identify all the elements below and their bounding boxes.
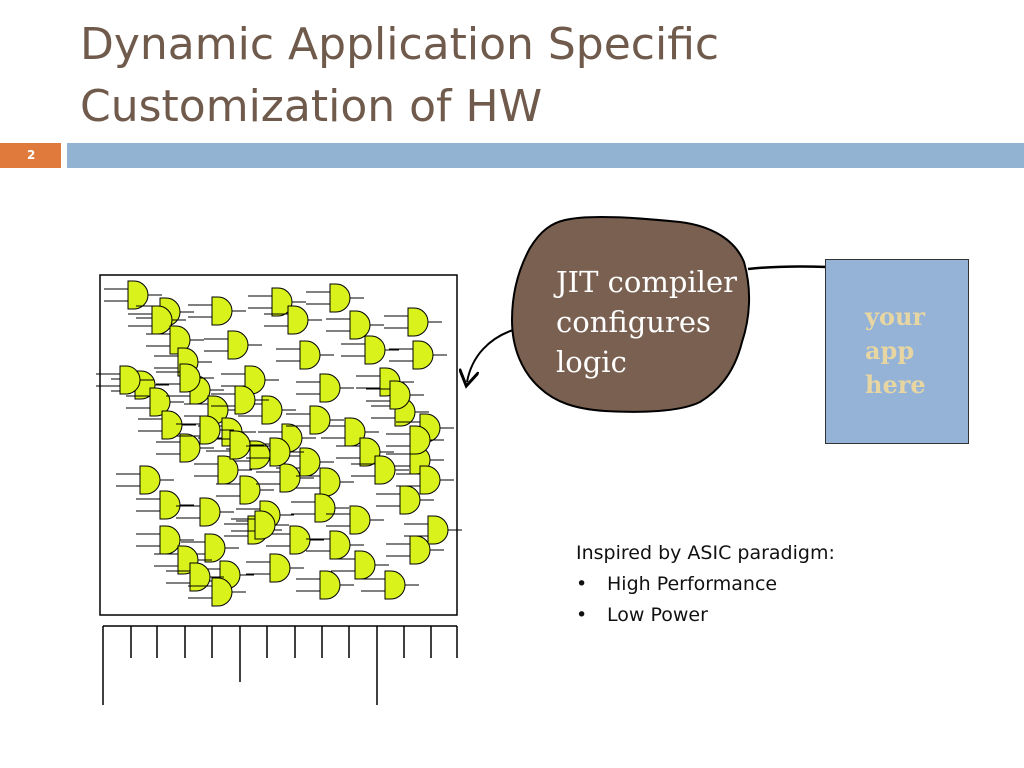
and-gate-icon <box>389 340 447 370</box>
slide-title: Dynamic Application Specific Customizati… <box>80 14 880 138</box>
app-connector-line <box>747 265 829 271</box>
and-gate-icon <box>104 280 162 310</box>
app-line-3: here <box>865 370 926 399</box>
title-line-1: Dynamic Application Specific <box>80 19 720 70</box>
app-label: your app here <box>865 300 926 402</box>
cloud-line-3: logic <box>556 345 627 379</box>
and-gate-icon <box>96 365 154 395</box>
and-gate-icon <box>384 307 442 337</box>
and-gate-icon <box>176 415 234 445</box>
slide-number: 2 <box>27 148 36 162</box>
and-gate-icon <box>204 330 262 360</box>
and-gate-icon <box>238 395 296 425</box>
and-gate-icon <box>126 387 184 417</box>
logic-gate-array <box>96 280 462 607</box>
caption-bullets: High Performance Low Power <box>576 569 835 631</box>
bullet-high-performance: High Performance <box>576 569 835 600</box>
and-gate-icon <box>246 437 304 467</box>
and-gate-icon <box>276 340 334 370</box>
and-gate-icon <box>166 562 224 592</box>
slide-number-badge <box>0 143 61 168</box>
jit-compiler-cloud <box>510 215 751 413</box>
and-gate-icon <box>176 497 234 527</box>
and-gate-icon <box>296 373 354 403</box>
cloud-line-2: configures <box>556 305 711 339</box>
and-gate-icon <box>326 505 384 535</box>
and-gate-icon <box>211 385 269 415</box>
and-gate-icon <box>216 475 274 505</box>
and-gate-icon <box>376 485 434 515</box>
and-gate-icon <box>256 463 314 493</box>
and-gate-icon <box>404 515 462 545</box>
and-gate-icon <box>248 287 306 317</box>
and-gate-icon <box>326 310 384 340</box>
fabric-pins <box>102 625 458 705</box>
caption-intro: Inspired by ASIC paradigm: <box>576 542 835 564</box>
and-gate-icon <box>231 510 289 540</box>
and-gate-icon <box>188 296 246 326</box>
app-box <box>825 259 969 444</box>
and-gate-icon <box>156 433 214 463</box>
cloud-line-1: JIT compiler <box>556 265 737 299</box>
and-gate-icon <box>146 325 204 355</box>
and-gate-icon <box>366 380 424 410</box>
and-gate-icon <box>206 430 264 460</box>
and-gate-icon <box>386 425 444 455</box>
and-gate-icon <box>291 493 349 523</box>
and-gate-icon <box>116 465 174 495</box>
and-gate-icon <box>286 405 344 435</box>
bullet-low-power: Low Power <box>576 600 835 631</box>
title-accent-bar <box>67 143 1024 168</box>
and-gate-icon <box>351 455 409 485</box>
and-gate-icon <box>386 535 444 565</box>
caption: Inspired by ASIC paradigm: High Performa… <box>576 538 835 631</box>
and-gate-icon <box>136 490 194 520</box>
title-line-2: Customization of HW <box>80 81 543 132</box>
and-gate-icon <box>136 525 194 555</box>
and-gate-icon <box>361 570 419 600</box>
configure-arrow <box>467 329 514 382</box>
and-gate-icon <box>331 550 389 580</box>
and-gate-icon <box>296 570 354 600</box>
app-line-1: your <box>865 302 926 331</box>
app-line-2: app <box>865 336 915 365</box>
and-gate-icon <box>306 283 364 313</box>
and-gate-icon <box>138 410 196 440</box>
and-gate-icon <box>156 363 214 393</box>
and-gate-icon <box>264 305 322 335</box>
and-gate-icon <box>341 335 399 365</box>
and-gate-icon <box>306 530 364 560</box>
cloud-label: JIT compiler configures logic <box>556 262 737 382</box>
and-gate-icon <box>246 553 304 583</box>
and-gate-icon <box>188 577 246 607</box>
and-gate-icon <box>266 525 324 555</box>
